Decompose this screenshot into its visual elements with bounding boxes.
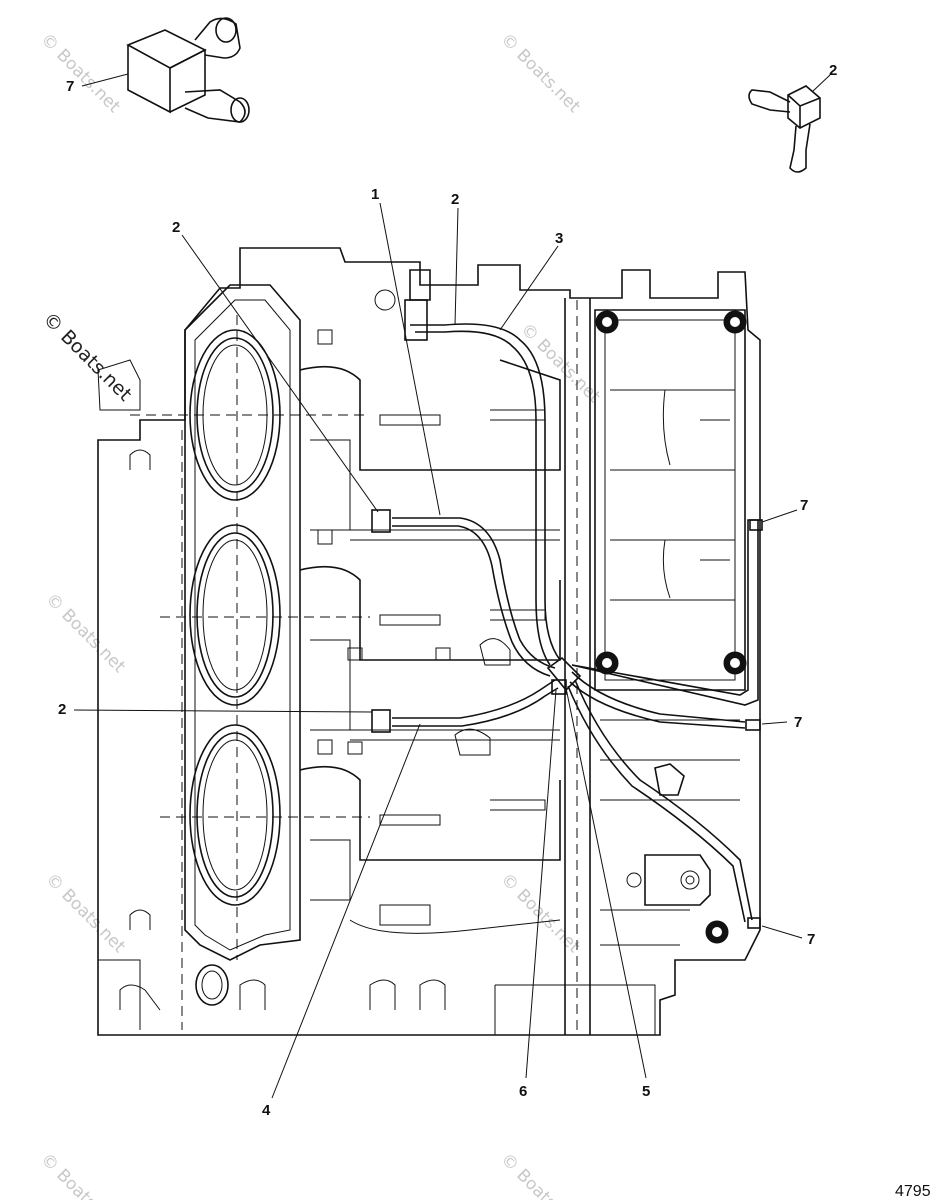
fitting-detail-7 bbox=[81, 17, 250, 123]
callout-2-left-top: 2 bbox=[172, 219, 180, 236]
hose-assembly bbox=[371, 269, 763, 929]
cover-plate bbox=[594, 309, 746, 691]
callout-7-right-lower: 7 bbox=[807, 931, 815, 948]
watermarks: © Boats.net © Boats.net © Boats.net © Bo… bbox=[36, 29, 604, 1200]
fitting-detail-2 bbox=[748, 74, 831, 173]
bosses bbox=[317, 289, 451, 755]
engine-block bbox=[97, 247, 761, 1036]
callout-7-detail: 7 bbox=[66, 78, 74, 95]
callout-4: 4 bbox=[262, 1102, 271, 1119]
watermark: © Boats.net bbox=[41, 869, 129, 957]
callout-3: 3 bbox=[555, 230, 563, 247]
callout-2-left-mid: 2 bbox=[58, 701, 66, 718]
callout-2-detail: 2 bbox=[829, 62, 837, 79]
callout-7-right-upper: 7 bbox=[800, 497, 808, 514]
watermark: © Boats.net bbox=[496, 1149, 584, 1200]
watermark: © Boats.net bbox=[36, 29, 124, 117]
cylinder-2 bbox=[189, 524, 281, 706]
watermark: © Boats.net bbox=[38, 308, 136, 406]
watermark: © Boats.net bbox=[36, 1149, 124, 1200]
callout-6: 6 bbox=[519, 1083, 527, 1100]
callouts: 7 2 1 2 3 2 2 7 7 7 4 6 5 bbox=[58, 62, 837, 1119]
leader-lines bbox=[73, 202, 803, 1099]
watermark: © Boats.net bbox=[41, 589, 129, 677]
cylinder-3 bbox=[189, 724, 281, 906]
callout-2-top: 2 bbox=[451, 191, 459, 208]
watermark: © Boats.net bbox=[496, 869, 584, 957]
callout-1: 1 bbox=[371, 186, 379, 203]
watermark: © Boats.net bbox=[496, 29, 584, 117]
callout-7-right-mid: 7 bbox=[794, 714, 802, 731]
block-webs bbox=[299, 359, 561, 934]
callout-5: 5 bbox=[642, 1083, 650, 1100]
cover-bolts bbox=[595, 310, 747, 944]
figure-number: 4795 bbox=[895, 1183, 931, 1200]
